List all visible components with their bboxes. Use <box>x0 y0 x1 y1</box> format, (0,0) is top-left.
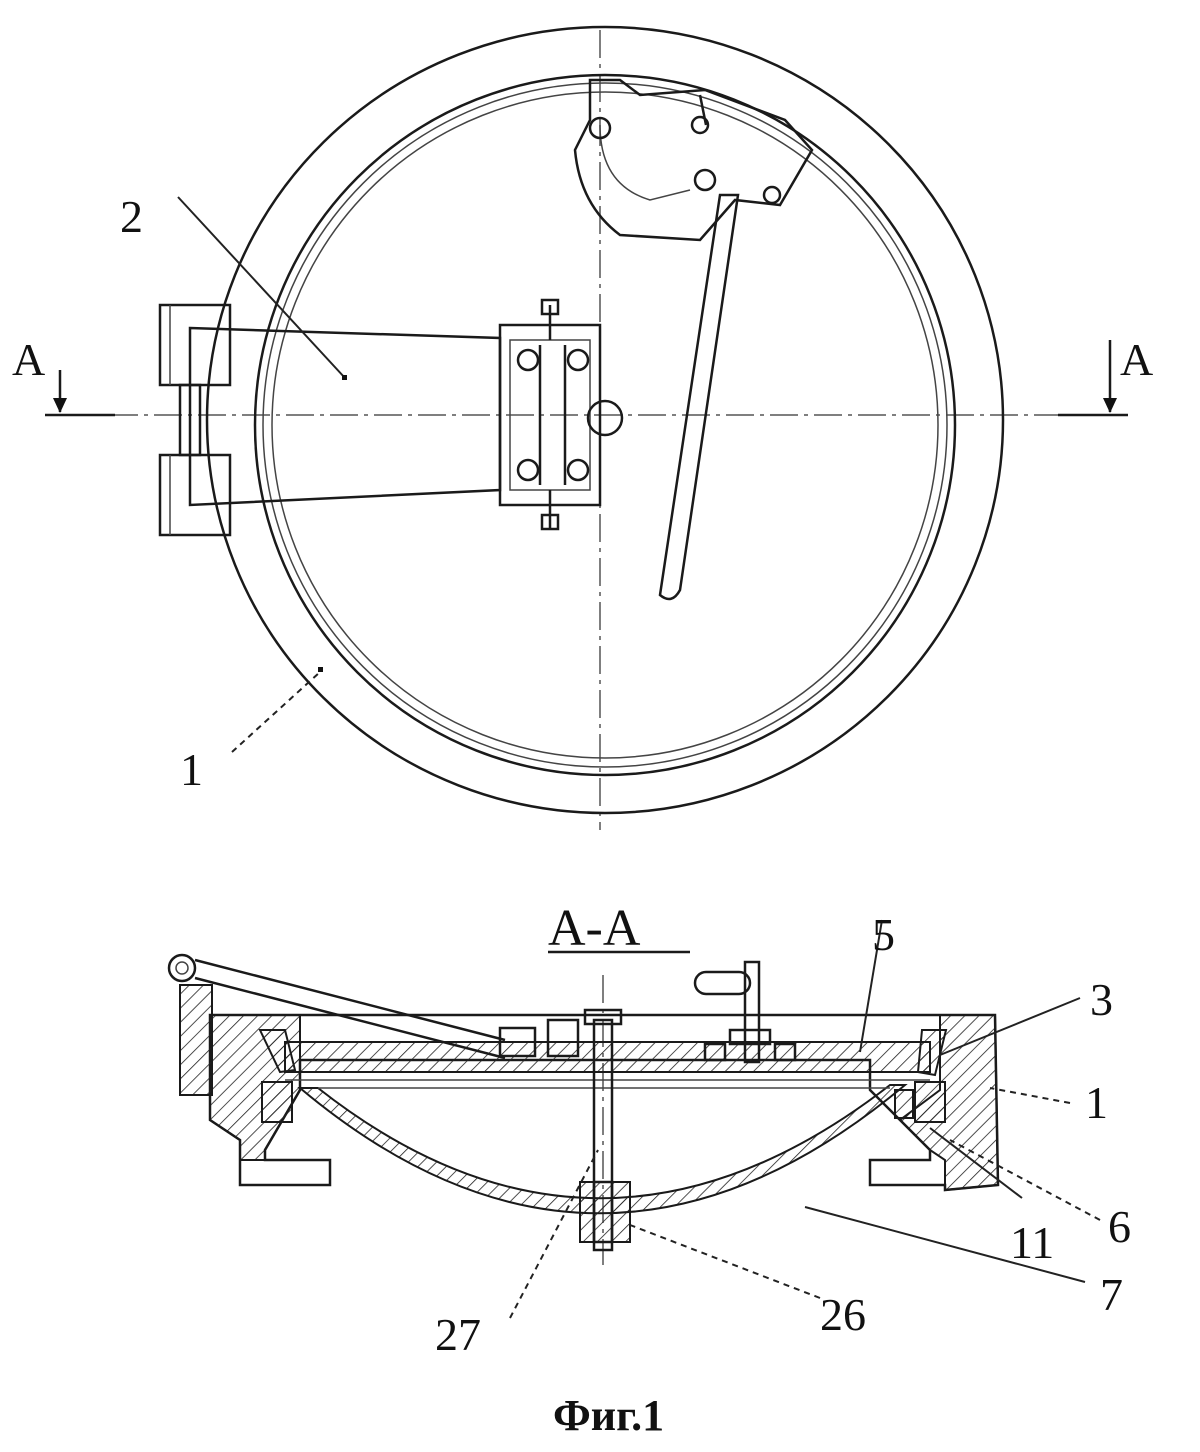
arm-clamp <box>498 298 602 531</box>
leader-body-sec <box>989 1087 1071 1104</box>
plate <box>284 1041 931 1073</box>
locking-handle <box>573 78 814 601</box>
label-seal-ring: 3 <box>1090 974 1113 1025</box>
label-part-6: 6 <box>1108 1201 1131 1252</box>
seal-ring-mid <box>262 82 948 768</box>
plan-view: 2 1 А А <box>12 25 1153 830</box>
part-11-block <box>894 1089 914 1119</box>
hinge-block <box>158 303 232 537</box>
cover-arm <box>188 326 502 507</box>
leader-nut <box>629 1224 821 1299</box>
hinge-pin <box>167 953 197 983</box>
hinge-bracket <box>179 984 213 1096</box>
leader-bolt <box>509 1149 599 1319</box>
central-pin <box>586 399 624 437</box>
section-mark-left-letter: А <box>12 334 45 385</box>
label-part-11: 11 <box>1010 1217 1054 1268</box>
section-mark-right-letter: А <box>1120 334 1153 385</box>
hinge-link-upper <box>194 958 506 1042</box>
seal-ring-outer <box>253 73 957 777</box>
section-mark-right <box>1058 340 1128 417</box>
bolt <box>592 1018 614 1252</box>
gasket-left <box>261 1081 293 1123</box>
leader-plate <box>859 919 883 1053</box>
label-nut: 26 <box>820 1289 866 1340</box>
seal-ring-inner <box>271 91 939 759</box>
label-bolt: 27 <box>435 1309 481 1360</box>
top-fittings <box>498 960 797 1064</box>
section-title: А-А <box>548 900 641 957</box>
bolt-head <box>583 1008 623 1026</box>
leader-part-11 <box>929 1127 1023 1199</box>
leader-body <box>231 671 321 753</box>
gasket-right <box>914 1081 946 1123</box>
leader-seal <box>939 997 1081 1056</box>
figure-caption: Фиг.1 <box>553 1391 664 1440</box>
dome <box>297 1084 908 1215</box>
bolt-boss <box>579 1181 631 1243</box>
leader-dome <box>804 1206 1086 1283</box>
section-mark-left <box>45 370 115 417</box>
label-cover: 2 <box>120 191 143 242</box>
body-flange-outer <box>205 25 1005 815</box>
section-view: А-А <box>167 900 1131 1360</box>
label-dome: 7 <box>1100 1269 1123 1320</box>
label-body: 1 <box>180 744 203 795</box>
label-body-section: 1 <box>1085 1077 1108 1128</box>
leader-cover <box>177 196 346 379</box>
label-plate: 5 <box>872 909 895 960</box>
